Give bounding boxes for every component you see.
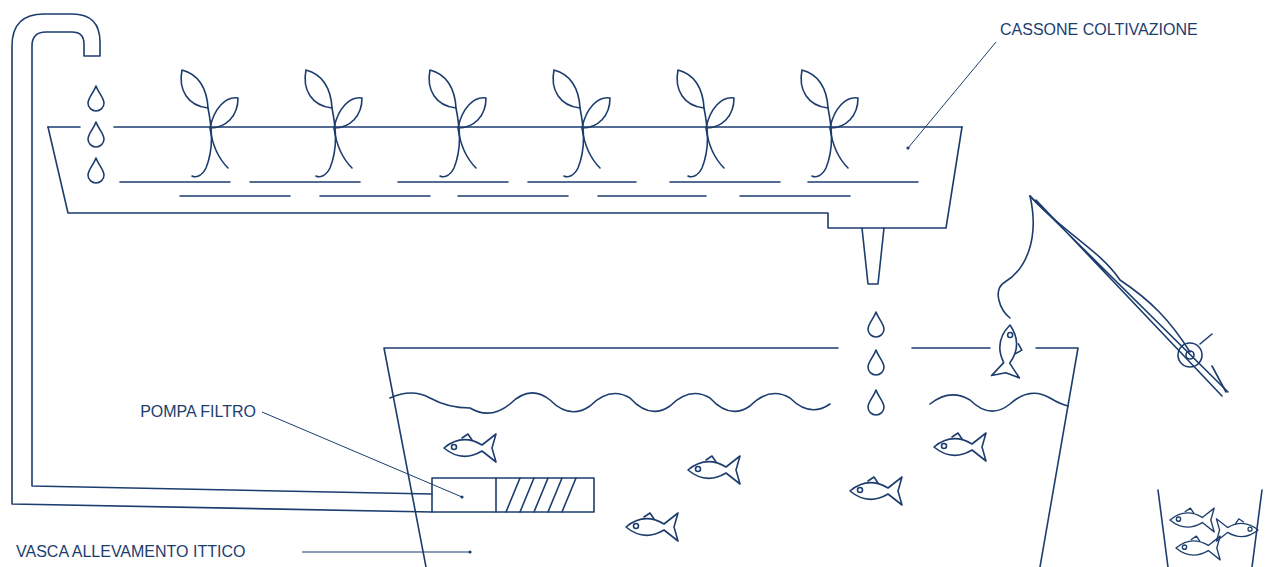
grow-bed: [48, 127, 962, 228]
return-pipe: [12, 14, 432, 512]
fish-tank: [384, 348, 1078, 567]
part-label: POMPA FILTRO: [138, 402, 258, 422]
tank-water: [390, 393, 1068, 413]
drain-spout: [862, 228, 884, 284]
grow-bed-water: [120, 182, 918, 196]
leader-line: [908, 42, 996, 148]
grow-bed-top: [48, 126, 962, 128]
fishing-line: [998, 196, 1033, 318]
part-label: CASSONE COLTIVAZIONE: [998, 20, 1200, 40]
leader-line: [262, 412, 462, 497]
fishing-rod: [1030, 196, 1228, 396]
leader-line: [302, 552, 470, 553]
fish-bucket: [1158, 490, 1262, 567]
part-label: VASCA ALLEVAMENTO ITTICO: [14, 542, 247, 562]
